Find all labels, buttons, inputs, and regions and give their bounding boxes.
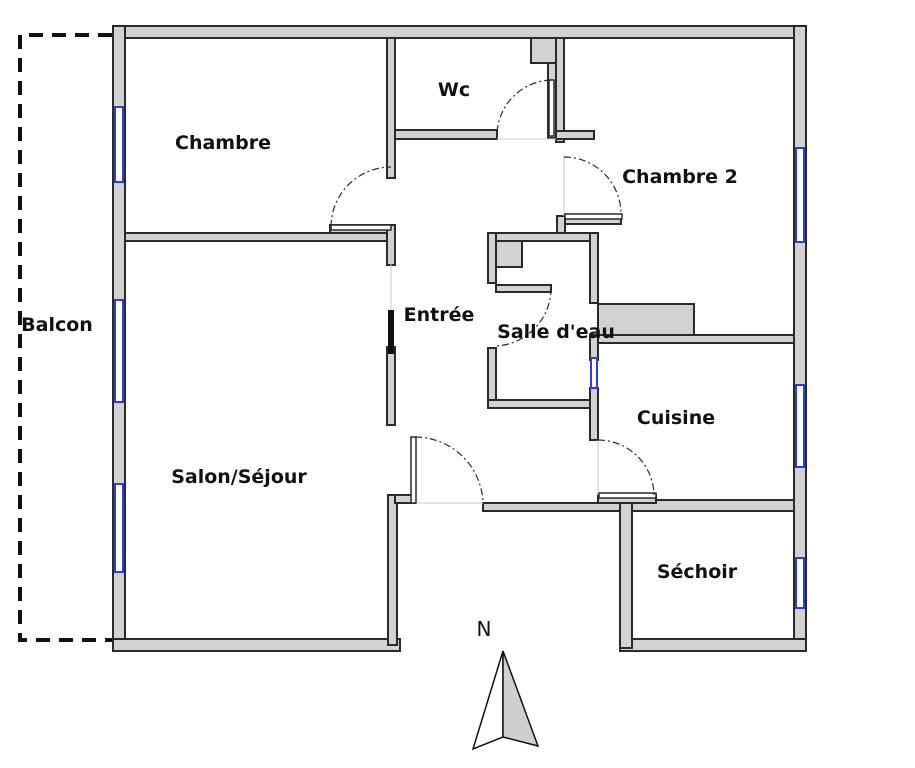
window-salle-eau bbox=[590, 357, 598, 389]
door-chambre2-leaf bbox=[564, 213, 623, 220]
label-chambre-2: Chambre 2 bbox=[622, 166, 738, 188]
label-cuisine: Cuisine bbox=[637, 407, 715, 429]
shaft-wc bbox=[530, 37, 557, 64]
door-chambre2-swing bbox=[563, 156, 622, 215]
label-wc: Wc bbox=[438, 79, 470, 101]
door-wc-swing bbox=[496, 79, 552, 135]
window-salon-2 bbox=[114, 483, 124, 573]
door-entrance-swing bbox=[414, 436, 484, 504]
shower-ledge bbox=[495, 284, 552, 293]
window-chambre2 bbox=[795, 147, 805, 243]
label-salon: Salon/Séjour bbox=[171, 466, 307, 488]
door-cuisine-swing bbox=[597, 439, 655, 496]
north-arrow-right-half bbox=[502, 650, 540, 748]
interior-walls bbox=[124, 37, 795, 649]
door-wc-leaf bbox=[548, 79, 555, 137]
windows bbox=[114, 106, 805, 609]
door-openings bbox=[390, 138, 599, 504]
label-salle-eau: Salle d'eau bbox=[497, 321, 615, 343]
balcony-outline bbox=[18, 33, 112, 642]
shaft-bathroom bbox=[495, 240, 523, 268]
label-balcon: Balcon bbox=[21, 314, 93, 336]
door-cuisine-leaf bbox=[598, 492, 657, 499]
entry-panel bbox=[388, 310, 394, 354]
door-salle-eau-swing bbox=[495, 287, 552, 347]
door-entrance-leaf bbox=[410, 436, 417, 504]
doors bbox=[330, 79, 657, 504]
window-salon-1 bbox=[114, 299, 124, 403]
window-chambre bbox=[114, 106, 124, 183]
door-chambre-swing bbox=[330, 166, 392, 228]
label-chambre: Chambre bbox=[175, 132, 271, 154]
north-label: N bbox=[477, 617, 492, 641]
door-chambre-leaf bbox=[330, 224, 392, 231]
fixtures bbox=[388, 37, 695, 354]
label-entree: Entrée bbox=[404, 304, 475, 326]
label-sechoir: Séchoir bbox=[657, 561, 738, 583]
north-arrow-left-half bbox=[471, 650, 504, 751]
north-arrow: N bbox=[471, 617, 540, 751]
window-sechoir bbox=[795, 557, 805, 609]
window-cuisine bbox=[795, 384, 805, 468]
storage-cabinet bbox=[597, 303, 695, 336]
room-labels: Wc Chambre Chambre 2 Balcon Entrée Salle… bbox=[21, 79, 738, 583]
